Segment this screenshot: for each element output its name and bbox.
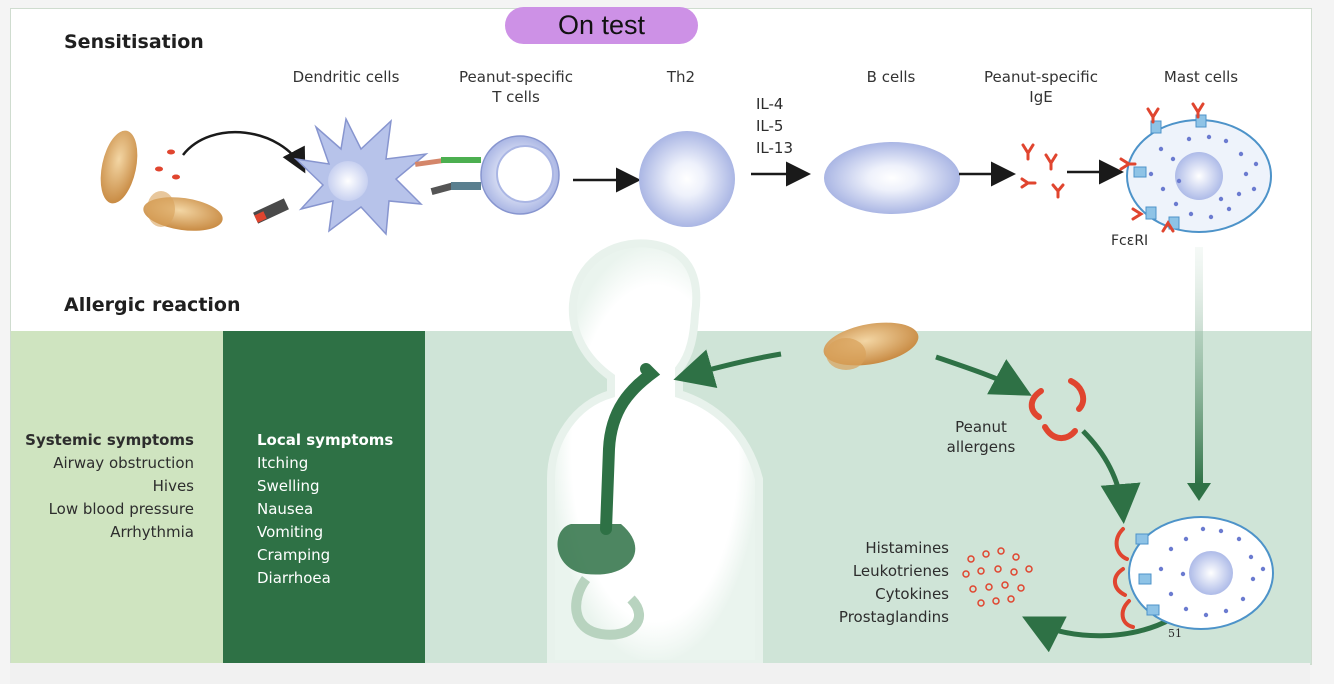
mediator-item: Leukotrienes <box>852 562 949 580</box>
stage-label-ige-line2: IgE <box>1029 88 1053 106</box>
sensitisation-heading: Sensitisation <box>64 31 204 53</box>
allergen-release-arrow <box>935 354 1032 396</box>
cytokine-il4: IL-4 <box>756 95 784 113</box>
activated-mast-cell-icon <box>1113 516 1274 630</box>
cytokine-il13: IL-13 <box>756 139 794 157</box>
allergen-particles-icon <box>155 149 180 180</box>
b-cell-icon <box>824 142 960 214</box>
peanut-allergens-label: Peanut allergens <box>941 417 1021 457</box>
ige-antibody-icon <box>1020 143 1065 199</box>
allergic-reaction-heading: Allergic reaction <box>64 294 241 316</box>
pathway-diagram <box>100 102 1274 664</box>
th2-cell-icon <box>639 131 735 227</box>
peanut-allergens-label-line1: Peanut <box>955 418 1007 436</box>
stage-label-dendritic: Dendritic cells <box>292 68 400 86</box>
mast-cell-icon <box>1119 102 1272 233</box>
systemic-symptom-item: Low blood pressure <box>48 500 194 518</box>
mast-to-reaction-arrow <box>1195 247 1203 485</box>
local-symptom-item: Vomiting <box>257 523 324 541</box>
stage-label-tcells-line1: Peanut-specific <box>459 68 573 86</box>
mediator-item: Prostaglandins <box>838 608 949 626</box>
uptake-arrow <box>182 131 306 174</box>
mast-to-reaction-arrowhead <box>1187 483 1211 501</box>
mediator-list: Histamines Leukotrienes Cytokines Prosta… <box>839 537 949 629</box>
slide-bottom-edge <box>10 663 1310 684</box>
systemic-symptoms-panel <box>11 331 223 664</box>
mediator-item: Cytokines <box>875 585 949 603</box>
on-test-highlight <box>505 7 698 44</box>
systemic-symptoms-title: Systemic symptoms <box>25 431 194 449</box>
systemic-symptom-item: Airway obstruction <box>53 454 194 472</box>
local-symptom-item: Swelling <box>257 477 320 495</box>
t-cell-icon <box>441 135 560 215</box>
local-symptom-item: Diarrhoea <box>257 569 331 587</box>
stage-label-tcells-line2: T cells <box>492 88 540 106</box>
local-symptoms-title: Local symptoms <box>257 431 394 449</box>
peanut-reaction-icon <box>823 322 919 370</box>
peanut-allergens-label-line2: allergens <box>946 438 1016 456</box>
on-test-annotation: On test <box>557 10 646 40</box>
local-symptom-item: Nausea <box>257 500 314 518</box>
systemic-symptoms-list: Systemic symptoms Airway obstruction Hiv… <box>25 429 194 544</box>
mediator-granules-icon <box>962 547 1033 607</box>
stage-label-mast: Mast cells <box>1163 68 1239 86</box>
cytokine-list: IL-4 IL-5 IL-13 <box>756 93 793 159</box>
systemic-symptom-item: Arrhythmia <box>110 523 194 541</box>
peanut-icon <box>100 130 223 231</box>
receptor-label: FcεRI <box>1111 233 1149 249</box>
stage-label-th2: Th2 <box>666 68 696 86</box>
dendritic-cell-icon <box>253 116 456 236</box>
ingestion-arrow <box>673 349 782 388</box>
systemic-symptom-item: Hives <box>152 477 194 495</box>
stage-label-ige-line1: Peanut-specific <box>984 68 1098 86</box>
local-symptoms-list: Local symptoms Itching Swelling Nausea V… <box>257 429 393 590</box>
human-body-icon <box>547 239 763 664</box>
local-symptom-item: Cramping <box>257 546 331 564</box>
page-number: 51 <box>1168 627 1182 640</box>
mediator-release-arrow <box>1022 616 1173 653</box>
figure: Sensitisation Dendritic cells Peanut-spe… <box>10 8 1312 665</box>
local-symptom-item: Itching <box>257 454 309 472</box>
peanut-allergens-icon <box>1028 378 1087 441</box>
mediator-item: Histamines <box>865 539 949 557</box>
local-symptoms-panel <box>223 331 425 664</box>
stage-label-bcells: B cells <box>866 68 916 86</box>
allergen-binding-arrow <box>1081 429 1141 524</box>
cytokine-il5: IL-5 <box>756 117 784 135</box>
